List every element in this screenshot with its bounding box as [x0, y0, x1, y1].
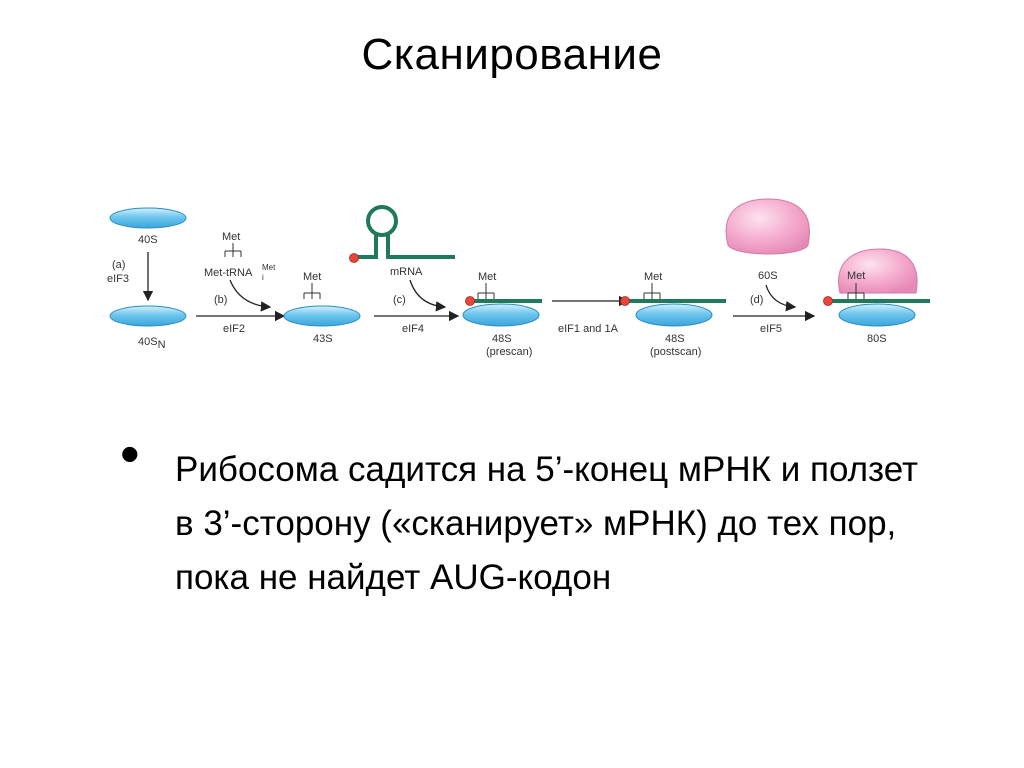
label-a: (a) — [112, 259, 125, 271]
translation-initiation-diagram: 40S (a) eIF3 40SN Met Met-tRNA Met i (b)… — [90, 195, 940, 375]
label-prescan: (prescan) — [486, 346, 532, 358]
label-met-trna-sup: Met — [262, 263, 276, 272]
mrna-hairpin — [355, 235, 455, 257]
mrna-cap-4 — [824, 297, 833, 306]
curve-c — [410, 280, 445, 307]
mrna-hairpin-loop — [368, 207, 396, 235]
label-48s-1: 48S — [492, 333, 512, 345]
trna-fork-2 — [304, 283, 320, 299]
bullet-text: Рибосома садится на 5’-конец мРНК и полз… — [175, 443, 935, 605]
label-80s: 80S — [867, 333, 887, 345]
curve-b — [230, 280, 270, 307]
48s-prescan-complex — [463, 304, 539, 326]
label-b: (b) — [214, 294, 227, 306]
trna-fork-1 — [225, 243, 241, 257]
label-postscan: (postscan) — [650, 346, 701, 358]
mrna-cap-3 — [621, 297, 630, 306]
label-eif1-1a: eIF1 and 1A — [558, 323, 619, 335]
curve-d — [766, 285, 795, 307]
label-met-trna-sub: i — [262, 273, 264, 282]
label-40sn: 40SN — [138, 336, 166, 351]
label-met-43s: Met — [303, 271, 321, 283]
label-met-trna-top: Met — [222, 231, 240, 243]
label-met-48s-1: Met — [478, 271, 496, 283]
label-eif3: eIF3 — [107, 273, 129, 285]
48s-postscan-complex — [636, 304, 712, 326]
trna-fork-4 — [644, 283, 660, 299]
mrna-cap-1 — [350, 254, 359, 263]
label-met-80s: Met — [847, 270, 865, 282]
43s-complex — [284, 306, 360, 326]
label-60s: 60S — [758, 270, 778, 282]
label-c: (c) — [393, 294, 406, 306]
bullet-marker: • — [120, 434, 140, 474]
label-d: (d) — [750, 294, 763, 306]
label-40s: 40S — [138, 234, 158, 246]
label-met-trna: Met-tRNA — [204, 267, 253, 279]
60s-subunit — [726, 199, 809, 254]
label-met-48s-2: Met — [644, 271, 662, 283]
trna-fork-3 — [478, 283, 494, 299]
label-mrna: mRNA — [390, 266, 423, 278]
label-eif4: eIF4 — [402, 323, 424, 335]
mrna-cap-2 — [466, 297, 475, 306]
slide-title: Сканирование — [0, 30, 1024, 80]
label-eif2: eIF2 — [223, 323, 245, 335]
label-eif5: eIF5 — [760, 323, 782, 335]
40s-subunit — [110, 208, 186, 228]
40sn-subunit — [110, 306, 186, 326]
80s-small-subunit — [839, 304, 915, 326]
label-43s: 43S — [313, 333, 333, 345]
label-48s-2: 48S — [665, 333, 685, 345]
